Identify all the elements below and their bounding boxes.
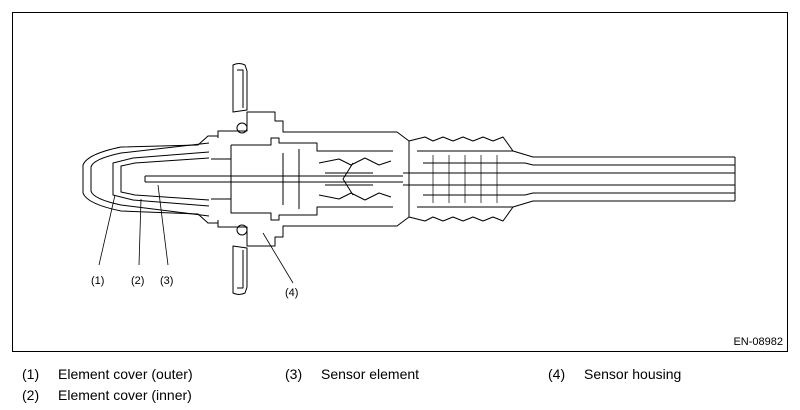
leader-line-1 [98,194,116,266]
figure-id: EN-08982 [733,336,783,348]
leader-line-4 [262,232,294,284]
legend-number: (1) [22,366,40,382]
element-cover-outer-inner-line [90,142,210,217]
mounting-flange-bottom-inner [237,250,244,289]
legend-label: Sensor housing [584,366,682,382]
internal-contact-spring [318,157,392,201]
sensor-cross-section: (1) (2) (3) (4) [82,63,736,299]
leader-line-3 [157,184,169,266]
protection-tube-inner [417,150,735,208]
leader-line-2 [138,198,142,266]
legend-number: (4) [548,366,566,382]
legend: (1) Element cover (outer) (2) Element co… [0,362,800,410]
element-cover-inner-line [120,157,210,201]
sensor-housing-inner [230,137,393,221]
sensor-cable [403,157,736,201]
diagram-frame: (1) (2) (3) (4) EN-08982 [12,12,788,352]
legend-number: (2) [22,387,40,403]
callout-1: (1) [91,275,104,287]
sensor-element-rod [144,175,403,183]
legend-label: Element cover (inner) [58,387,192,403]
callout-4: (4) [285,287,298,299]
housing-step-lines [211,149,300,209]
tube-grommet [432,155,498,203]
mounting-flange-top [232,63,248,113]
element-cover-outer [82,135,218,224]
protection-tube [408,136,735,222]
callout-3: (3) [160,275,173,287]
sensor-housing-outer [217,111,410,247]
legend-label: Sensor element [321,366,420,382]
mounting-flange-top-inner [237,69,244,108]
element-cover-inner [112,151,210,207]
legend-label: Element cover (outer) [58,366,193,382]
legend-number: (3) [285,366,303,382]
callout-2: (2) [131,275,144,287]
mounting-flange-bottom [232,245,248,295]
